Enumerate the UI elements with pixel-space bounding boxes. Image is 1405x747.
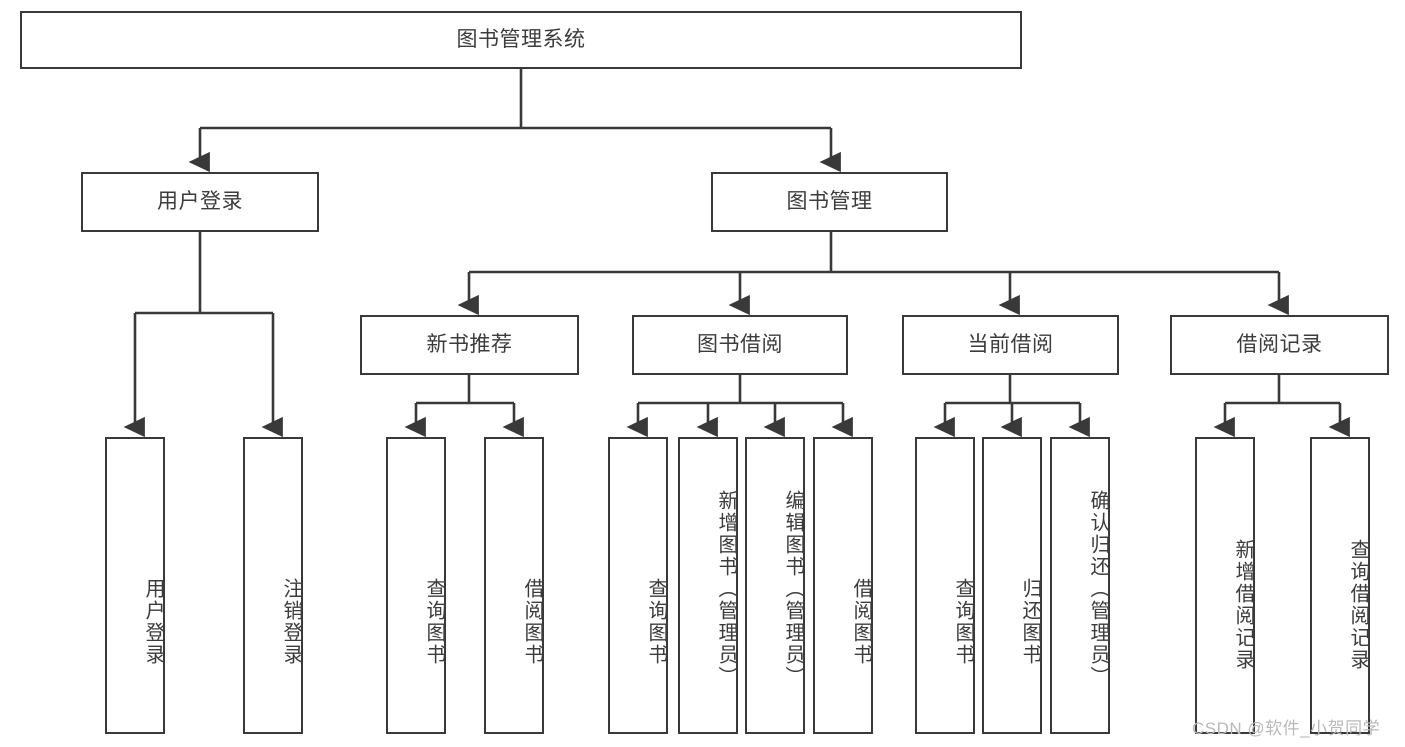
leaf-add-record-label: 新增借阅记录 (1232, 538, 1254, 671)
leaf-query-record-label: 查询借阅记录 (1347, 538, 1369, 671)
csdn-watermark-text: CSDN @软件_小贺同学 (1192, 719, 1381, 738)
node-book-borrow[interactable]: 图书借阅 (632, 315, 848, 375)
leaf-confirm-return[interactable]: 确认归还（管理员） (1050, 437, 1110, 734)
node-current-borrow-label: 当前借阅 (967, 332, 1054, 356)
leaf-borrow-book-2-label: 借阅图书 (850, 577, 872, 666)
leaf-user-login-label: 用户登录 (142, 577, 164, 666)
node-borrow-record[interactable]: 借阅记录 (1170, 315, 1389, 375)
csdn-watermark: CSDN @软件_小贺同学 (1192, 714, 1380, 739)
leaf-confirm-return-label: 确认归还（管理员） (1087, 489, 1109, 688)
leaf-query-book-2-label: 查询图书 (645, 577, 667, 666)
node-new-book-rec-label: 新书推荐 (426, 332, 513, 356)
node-current-borrow[interactable]: 当前借阅 (902, 315, 1119, 375)
leaf-add-book-label: 新增图书（管理员） (715, 489, 737, 688)
leaf-user-logout-label: 注销登录 (280, 577, 302, 666)
leaf-query-book-3[interactable]: 查询图书 (915, 437, 975, 734)
leaf-query-record[interactable]: 查询借阅记录 (1310, 437, 1370, 734)
leaf-query-book-3-label: 查询图书 (952, 577, 974, 666)
node-book-manage-label: 图书管理 (786, 189, 873, 213)
leaf-add-book[interactable]: 新增图书（管理员） (678, 437, 738, 734)
leaf-edit-book-label: 编辑图书（管理员） (782, 489, 804, 688)
leaf-user-login[interactable]: 用户登录 (105, 437, 165, 734)
leaf-borrow-book-1-label: 借阅图书 (521, 577, 543, 666)
node-new-book-rec[interactable]: 新书推荐 (360, 315, 579, 375)
leaf-edit-book[interactable]: 编辑图书（管理员） (745, 437, 805, 734)
leaf-return-book[interactable]: 归还图书 (982, 437, 1042, 734)
leaf-borrow-book-1[interactable]: 借阅图书 (484, 437, 544, 734)
node-borrow-record-label: 借阅记录 (1236, 332, 1323, 356)
node-user-login-label: 用户登录 (157, 189, 243, 213)
leaf-query-book-1-label: 查询图书 (423, 577, 445, 666)
leaf-query-book-1[interactable]: 查询图书 (386, 437, 446, 734)
leaf-user-logout[interactable]: 注销登录 (243, 437, 303, 734)
leaf-borrow-book-2[interactable]: 借阅图书 (813, 437, 873, 734)
leaf-query-book-2[interactable]: 查询图书 (608, 437, 668, 734)
node-book-manage[interactable]: 图书管理 (711, 172, 948, 232)
node-user-login[interactable]: 用户登录 (81, 172, 319, 232)
node-root[interactable]: 图书管理系统 (20, 11, 1022, 69)
leaf-add-record[interactable]: 新增借阅记录 (1195, 437, 1255, 734)
node-book-borrow-label: 图书借阅 (697, 332, 783, 356)
leaf-return-book-label: 归还图书 (1019, 577, 1041, 666)
node-root-label: 图书管理系统 (456, 27, 586, 51)
